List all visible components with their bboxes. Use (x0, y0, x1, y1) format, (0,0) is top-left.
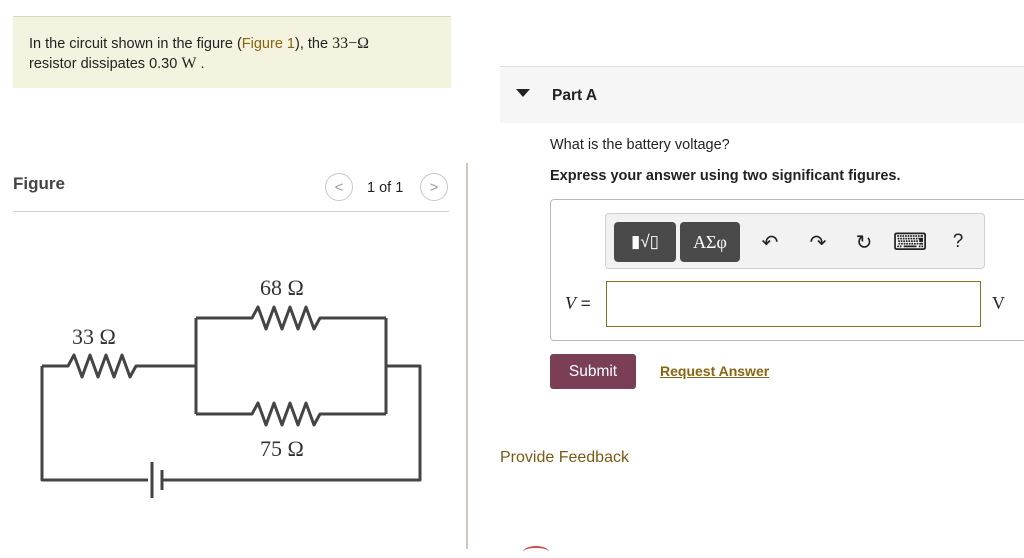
problem-statement: In the circuit shown in the figure (Figu… (13, 16, 451, 88)
resistor-75 (196, 401, 386, 427)
reset-icon: ↻ (855, 231, 873, 254)
instruction-text: Express your answer using two significan… (550, 168, 901, 184)
math-template-button[interactable]: ▮√▯ (614, 222, 676, 262)
figure-page-count: 1 of 1 (367, 180, 404, 196)
resistor-33 (42, 353, 196, 379)
redo-button[interactable]: ↷ (804, 228, 832, 256)
figure-link[interactable]: Figure 1 (241, 36, 295, 52)
power-unit: W (181, 55, 197, 72)
submit-button[interactable]: Submit (550, 354, 636, 389)
prev-figure-button[interactable]: < (325, 173, 353, 201)
circuit-diagram: 33 Ω 68 Ω 75 Ω (40, 275, 422, 498)
reset-button[interactable]: ↻ (850, 228, 878, 256)
answer-box: ▮√▯ ΑΣφ ↶ ↷ ↻ ⌨ ? V = (550, 199, 1024, 341)
keyboard-icon: ⌨ (892, 228, 928, 256)
chevron-left-icon: < (334, 178, 344, 196)
resistance-value: 33 (332, 35, 349, 52)
undo-button[interactable]: ↶ (756, 228, 784, 256)
caret-down-icon (516, 89, 530, 97)
sqrt-icon: ▮√▯ (630, 232, 660, 251)
variable-symbol: V (565, 293, 576, 313)
undo-icon: ↶ (761, 231, 779, 254)
figure-heading: Figure (13, 174, 65, 193)
equals-sign: = (576, 294, 591, 313)
next-figure-button[interactable]: > (420, 173, 448, 201)
figure-divider (13, 211, 449, 212)
greek-icon: ΑΣφ (693, 231, 727, 252)
partial-icon-offscreen (523, 546, 549, 558)
part-title: Part A (552, 87, 598, 104)
keyboard-button[interactable]: ⌨ (893, 228, 928, 256)
label-33-ohm: 33 Ω (72, 324, 116, 349)
label-75-ohm: 75 Ω (260, 436, 304, 461)
resistor-68 (196, 305, 386, 331)
request-answer-link[interactable]: Request Answer (660, 363, 770, 379)
panel-divider (466, 163, 468, 549)
chevron-right-icon: > (429, 178, 439, 196)
question-text: What is the battery voltage? (550, 137, 730, 153)
problem-text-mid: ), the (294, 36, 333, 52)
math-toolbar: ▮√▯ ΑΣφ ↶ ↷ ↻ ⌨ ? (605, 213, 985, 269)
left-wire (40, 366, 148, 482)
problem-text-end: . (196, 56, 205, 72)
problem-text: In the circuit shown in the figure ( (29, 36, 242, 52)
resistance-unit: −Ω (348, 35, 369, 52)
provide-feedback-link[interactable]: Provide Feedback (500, 449, 629, 466)
answer-input[interactable] (606, 281, 981, 327)
answer-unit: V (992, 293, 1005, 313)
variable-label: V = (565, 293, 591, 314)
problem-text-line2: resistor dissipates 0.30 (29, 56, 182, 72)
bottom-wire (162, 364, 422, 482)
part-a-header[interactable]: Part A (500, 66, 1024, 123)
redo-icon: ↷ (809, 231, 827, 254)
greek-symbols-button[interactable]: ΑΣφ (680, 222, 740, 262)
label-68-ohm: 68 Ω (260, 275, 304, 300)
help-button[interactable]: ? (944, 228, 972, 256)
help-icon: ? (952, 231, 964, 252)
